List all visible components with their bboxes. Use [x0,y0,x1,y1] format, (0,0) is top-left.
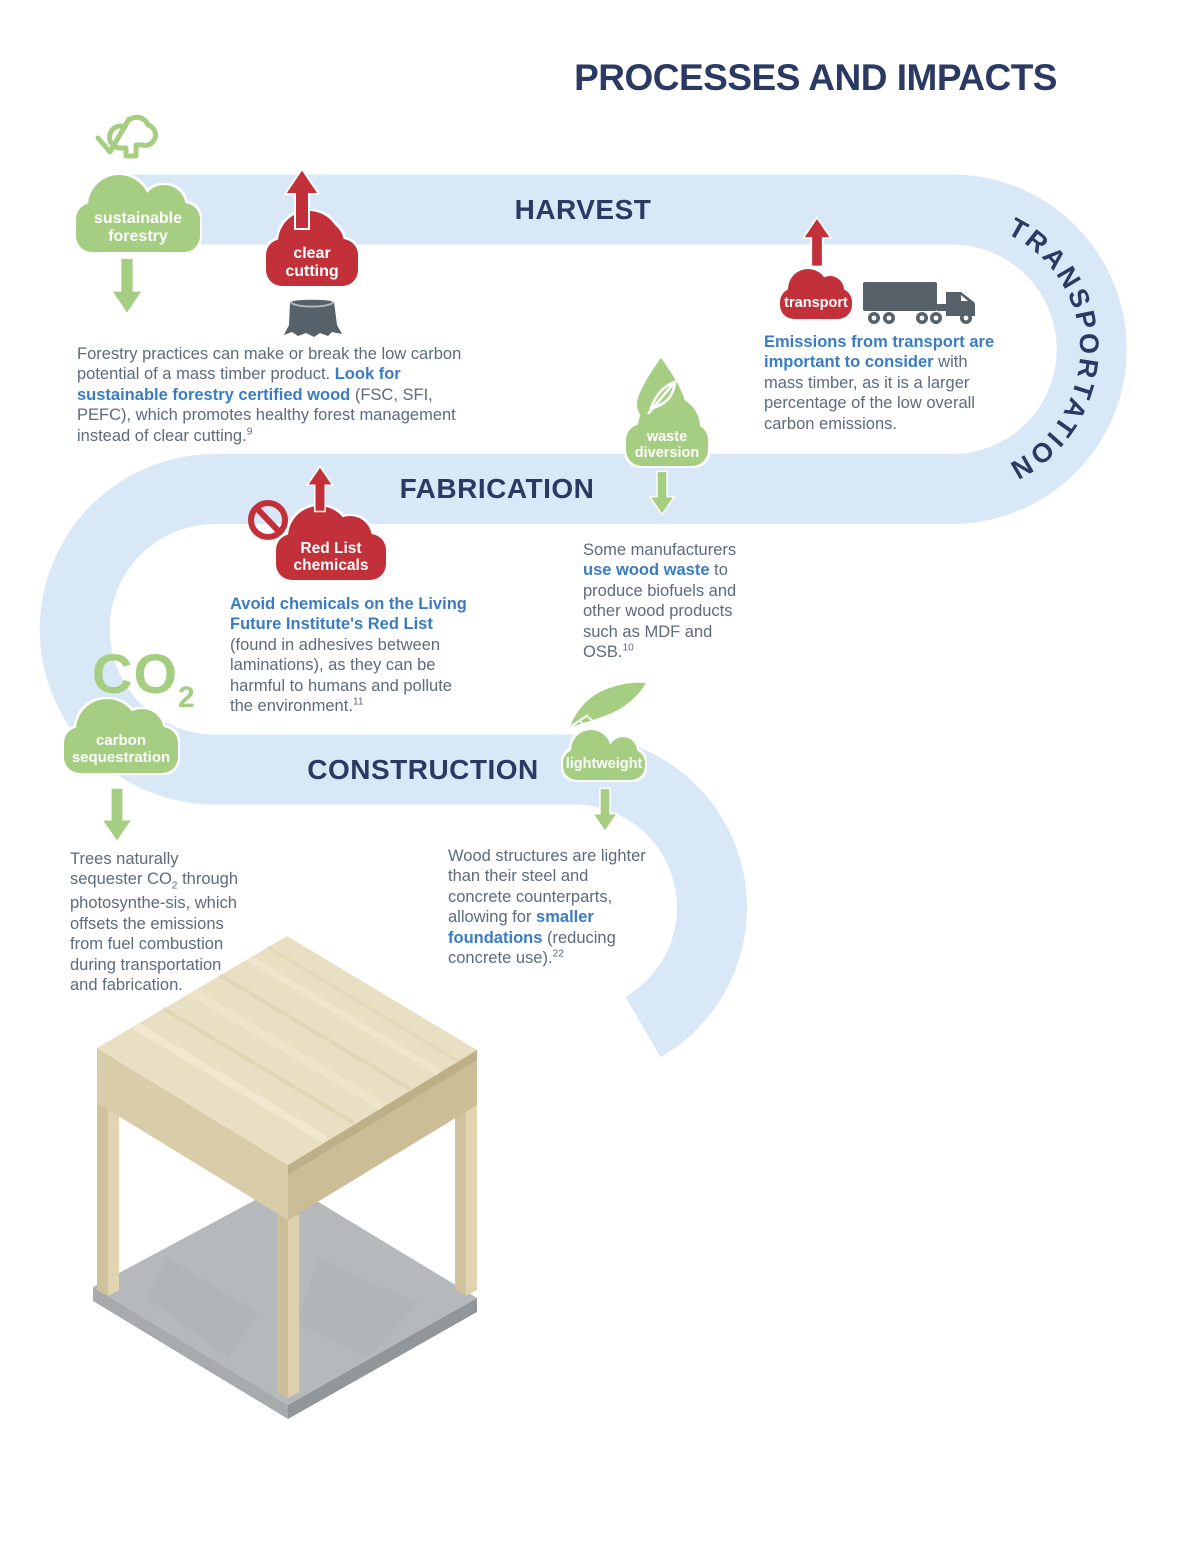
timber-table-illustration [88,928,490,1435]
feather-icon [568,681,648,734]
red-list-paragraph: Avoid chemicals on the Living Future Ins… [230,595,467,716]
badge-label: waste diversion [634,428,700,461]
table-top [97,936,477,1220]
carbon-sequestration-down-arrow [99,786,135,844]
badge-label: sustainable forestry [93,209,183,245]
sequestration-paragraph: Trees naturally sequester CO2 through ph… [70,850,239,995]
truck-icon [862,276,984,333]
page-title: PROCESSES AND IMPACTS [574,57,1057,98]
badge-label: Red List chemicals [293,539,369,574]
lightweight-paragraph: Wood structures are lighter than their s… [448,847,646,968]
badge-label: carbon sequestration [71,732,171,766]
tree-check-icon [94,106,168,175]
harvest-stage-label: HARVEST [514,194,652,225]
badge-carbon-sequestration: carbon sequestration [64,699,178,773]
badge-label: lightweight [565,756,643,773]
lightweight-down-arrow [588,787,622,833]
construction-stage-label: CONSTRUCTION [307,754,539,785]
no-entry-icon [246,498,290,547]
clear-cutting-up-arrow [284,166,320,232]
co2-label: CO2 [92,641,195,715]
flow-band-path [39,174,1127,1058]
sustainable-forestry-down-arrow [109,256,145,316]
badge-transport: transport [780,269,852,319]
table-legs [97,1094,477,1398]
stump-icon [280,292,344,343]
badge-clear-cutting: clear cutting [266,211,358,286]
co2-subscript: 2 [178,681,195,714]
co2-base-text: CO [92,642,178,705]
transport-up-arrow [800,216,834,268]
transport-paragraph: Emissions from transport are important t… [764,333,995,433]
red-list-up-arrow [303,465,337,513]
waste-diversion-down-arrow [646,470,678,516]
wood-waste-paragraph: Some manufacturers use wood waste to pro… [583,541,737,662]
fabrication-stage-label: FABRICATION [399,473,595,504]
badge-label: transport [784,295,848,312]
badge-label: clear cutting [285,244,339,280]
badge-lightweight: lightweight [563,730,645,780]
forestry-paragraph: Forestry practices can make or break the… [77,345,462,445]
badge-sustainable-forestry: sustainable forestry [76,175,200,252]
droplet-leaf-icon [632,356,690,433]
badge-red-list-chemicals: Red List chemicals [276,506,386,580]
